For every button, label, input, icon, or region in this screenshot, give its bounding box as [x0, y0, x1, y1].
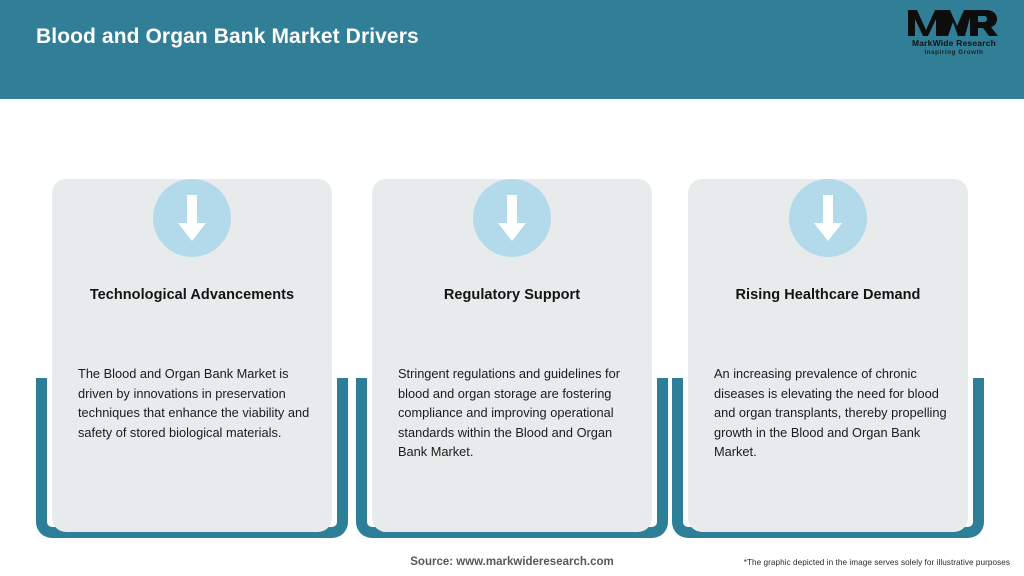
- brand-logo: MarkWide Research Inspiring Growth: [902, 8, 1006, 66]
- logo-company-name: MarkWide Research: [911, 38, 997, 48]
- card-accent-frame: [36, 378, 348, 538]
- down-arrow-icon: [153, 179, 231, 257]
- card-panel: Regulatory Support Stringent regulations…: [372, 179, 652, 532]
- card-title: Regulatory Support: [443, 287, 581, 303]
- card-panel: Rising Healthcare Demand An increasing p…: [688, 179, 968, 532]
- card-title: Rising Healthcare Demand: [735, 287, 921, 303]
- card-panel: Technological Advancements The Blood and…: [52, 179, 332, 532]
- down-arrow-glyph: [498, 195, 526, 241]
- logo-tagline: Inspiring Growth: [924, 48, 984, 56]
- down-arrow-icon: [473, 179, 551, 257]
- source-label: Source: www.markwideresearch.com: [410, 556, 614, 568]
- down-arrow-glyph: [178, 195, 206, 241]
- disclaimer-note: *The graphic depicted in the image serve…: [743, 558, 1010, 567]
- down-arrow-icon: [789, 179, 867, 257]
- card-description: Stringent regulations and guidelines for…: [398, 366, 620, 459]
- header-bar: Blood and Organ Bank Market Drivers Mark…: [0, 0, 1024, 99]
- card-title: Technological Advancements: [89, 287, 295, 303]
- page-title: Blood and Organ Bank Market Drivers: [36, 25, 419, 48]
- card-description: The Blood and Organ Bank Market is drive…: [78, 366, 310, 440]
- card-description: An increasing prevalence of chronic dise…: [714, 366, 947, 459]
- down-arrow-glyph: [814, 195, 842, 241]
- card-accent-frame: [356, 378, 668, 538]
- mwr-logo-icon: [908, 10, 998, 36]
- card-accent-frame: [672, 378, 984, 538]
